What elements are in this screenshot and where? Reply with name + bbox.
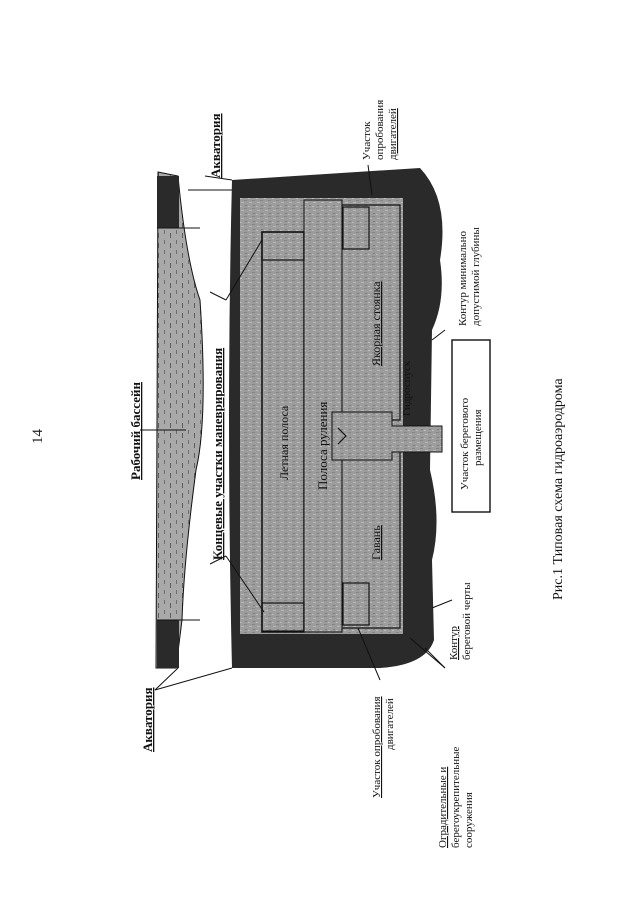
label-ograditelnye-3: сооружения bbox=[463, 792, 475, 848]
engine-test-area-top bbox=[342, 206, 370, 250]
label-gidrospusk: Гидроспуск bbox=[401, 360, 413, 416]
label-polosa-razgona: Полоса руления bbox=[315, 402, 330, 490]
label-kontsevye-uchastki: Концевые участки маневрирования bbox=[210, 348, 225, 560]
label-kontur-min-1: Контур минимально bbox=[457, 231, 469, 326]
label-ograditelnye-2: берегоукрепительные bbox=[450, 746, 462, 848]
label-uchastok-beregovogo-1: Участок берегового bbox=[459, 397, 471, 490]
pool-end-bottom bbox=[157, 620, 179, 668]
label-uchastok-bottom-2: двигателей bbox=[384, 698, 396, 750]
leader-lines bbox=[140, 164, 453, 691]
label-akvatoriya-bottom: Акватория bbox=[140, 687, 155, 752]
label-uchastok-top-1: Участок bbox=[361, 121, 373, 160]
label-uchastok-bottom-1: Участок опробования bbox=[371, 696, 383, 798]
shore-placement-box bbox=[451, 339, 491, 513]
label-uchastok-top-3: двигателей bbox=[387, 108, 399, 160]
slipway bbox=[331, 411, 443, 461]
label-uchastok-beregovogo-2: размещения bbox=[472, 409, 484, 466]
flight-strip bbox=[261, 231, 305, 633]
label-gavan: Гавань bbox=[369, 525, 383, 560]
label-rabochiy-basseyn: Рабочий бассейн bbox=[128, 382, 143, 480]
figure-caption: Рис.1 Типовая схема гидроаэродрома bbox=[551, 378, 566, 600]
taxi-arrow bbox=[337, 427, 347, 445]
end-zone-top bbox=[261, 231, 305, 261]
label-ograditelnye-1: Оградительные и bbox=[437, 767, 449, 848]
label-kontur-beregovoy-1: Контур bbox=[448, 626, 460, 660]
engine-test-area-bottom bbox=[342, 582, 370, 626]
working-pool bbox=[155, 171, 204, 669]
label-letnaya-polosa: Летная полоса bbox=[277, 405, 291, 480]
label-kontur-beregovoy-2: береговой черты bbox=[461, 582, 473, 660]
label-uchastok-top-2: опробования bbox=[374, 100, 386, 160]
pool-end-top bbox=[157, 176, 179, 228]
label-yakornaya-stoyanka: Якорная стоянка bbox=[369, 281, 383, 366]
label-akvatoriya-top: Акватория bbox=[208, 113, 223, 178]
label-kontur-min-2: допустимой глубины bbox=[470, 227, 482, 326]
end-zone-bottom bbox=[261, 602, 305, 632]
